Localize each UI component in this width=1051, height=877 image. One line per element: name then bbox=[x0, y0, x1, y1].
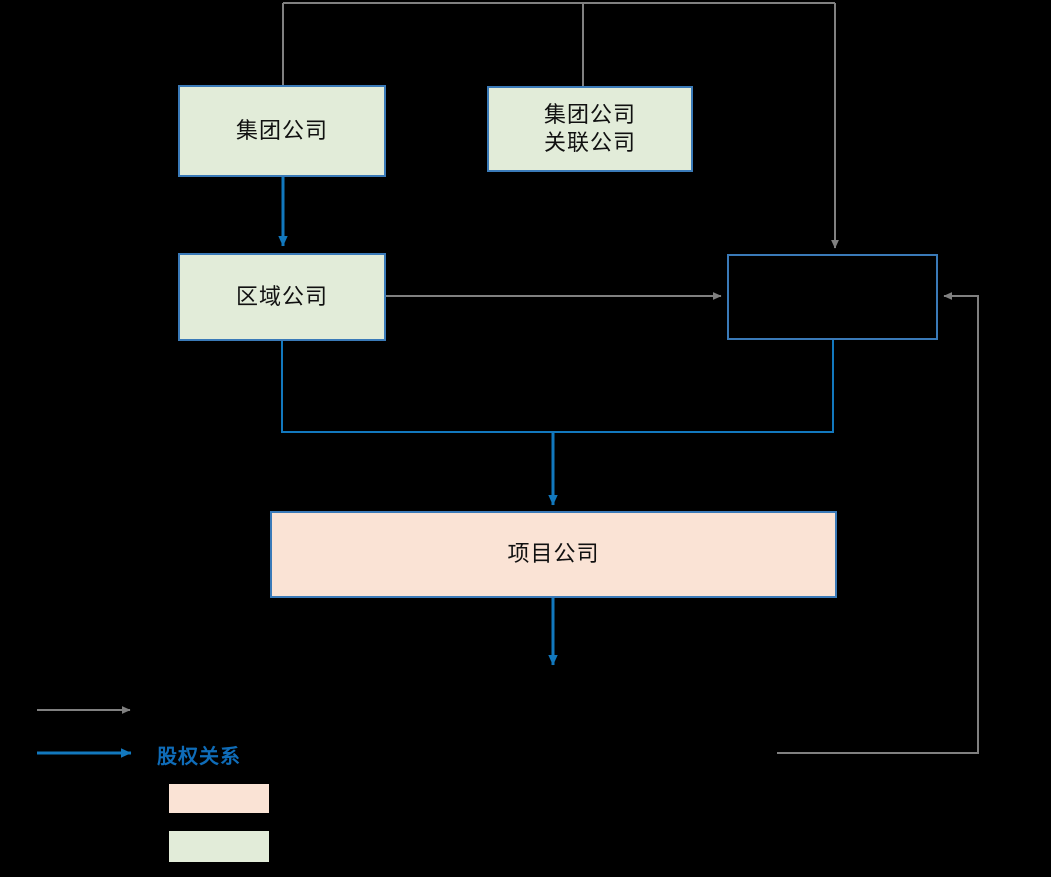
connector-regional-to-project-bus bbox=[281, 341, 553, 433]
connector-unlabeled-box-to-project-bus bbox=[553, 340, 834, 433]
node-project-company[interactable]: 项目公司 bbox=[270, 511, 837, 598]
node-regional-company[interactable]: 区域公司 bbox=[178, 253, 386, 341]
legend-swatch-green bbox=[169, 831, 269, 862]
node-group-affiliate-company[interactable]: 集团公司 关联公司 bbox=[487, 86, 693, 172]
legend-swatch-peach bbox=[169, 784, 269, 813]
node-unlabeled-box[interactable] bbox=[727, 254, 938, 340]
node-group-company[interactable]: 集团公司 bbox=[178, 85, 386, 177]
legend-label-equity-relation: 股权关系 bbox=[157, 746, 241, 768]
